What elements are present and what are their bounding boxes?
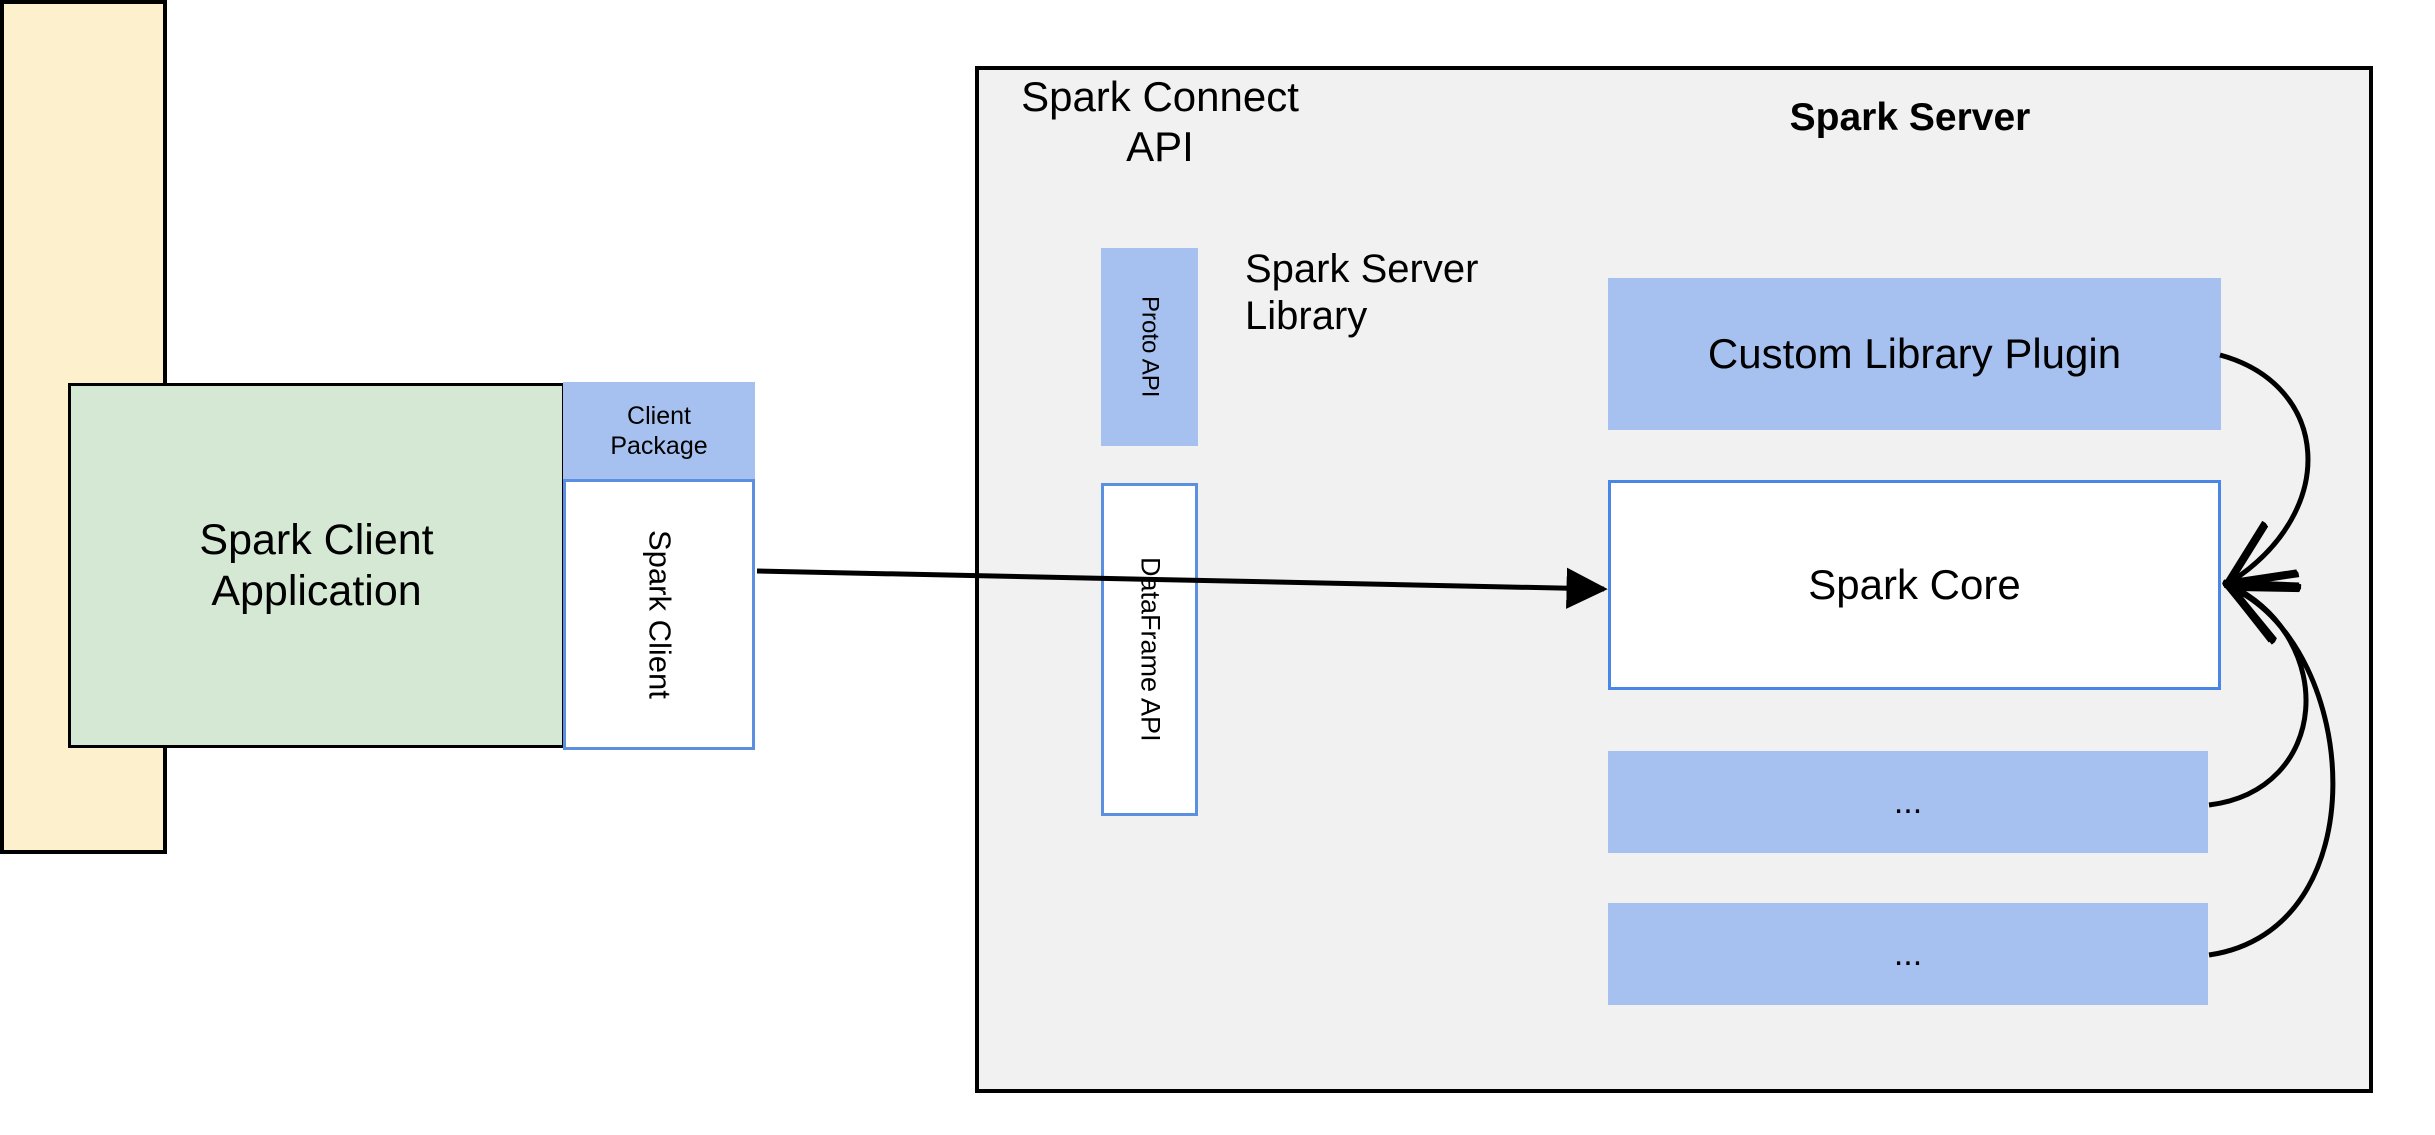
spark-client-label: Spark Client (642, 530, 678, 699)
client-package-line-1: Client (627, 402, 691, 430)
client-package-label: Client Package (610, 402, 707, 461)
proto-api-box[interactable]: Proto API (1101, 248, 1198, 446)
ellipsis-box-1[interactable]: ... (1608, 751, 2208, 853)
spark-server-library-label-lines: Spark Server Library (1245, 246, 1478, 340)
ellipsis-label-2: ... (1893, 934, 1923, 973)
spark-client-box[interactable]: Spark Client (563, 479, 755, 750)
connect-api-line-1: Spark Connect (1021, 73, 1299, 120)
server-library-line-1: Spark Server (1245, 247, 1479, 291)
ellipsis-label-1: ... (1893, 782, 1923, 821)
spark-core-box[interactable]: Spark Core (1608, 480, 2221, 690)
spark-server-library-label: Spark Server Library (1245, 246, 1585, 356)
spark-connect-api-label-lines: Spark Connect API (1021, 72, 1299, 171)
spark-server-title: Spark Server (1789, 95, 2031, 139)
dataframe-api-box[interactable]: DataFrame API (1101, 483, 1198, 816)
ellipsis-box-2[interactable]: ... (1608, 903, 2208, 1005)
spark-client-application-label: Spark Client Application (199, 515, 433, 616)
custom-library-plugin-box[interactable]: Custom Library Plugin (1608, 278, 2221, 430)
server-library-line-2: Library (1245, 294, 1368, 339)
client-app-line-1: Spark Client (199, 515, 434, 564)
spark-core-label: Spark Core (1808, 561, 2021, 609)
proto-api-label: Proto API (1136, 296, 1164, 398)
spark-connect-api-label: Spark Connect API (1005, 64, 1315, 174)
dataframe-api-label: DataFrame API (1135, 557, 1166, 742)
client-package-line-2: Package (610, 431, 708, 460)
custom-library-plugin-label: Custom Library Plugin (1707, 330, 2122, 378)
client-app-line-2: Application (211, 566, 422, 615)
client-package-box[interactable]: Client Package (563, 382, 755, 481)
connect-api-line-2: API (1126, 122, 1194, 170)
spark-client-application-box[interactable]: Spark Client Application (68, 383, 565, 748)
